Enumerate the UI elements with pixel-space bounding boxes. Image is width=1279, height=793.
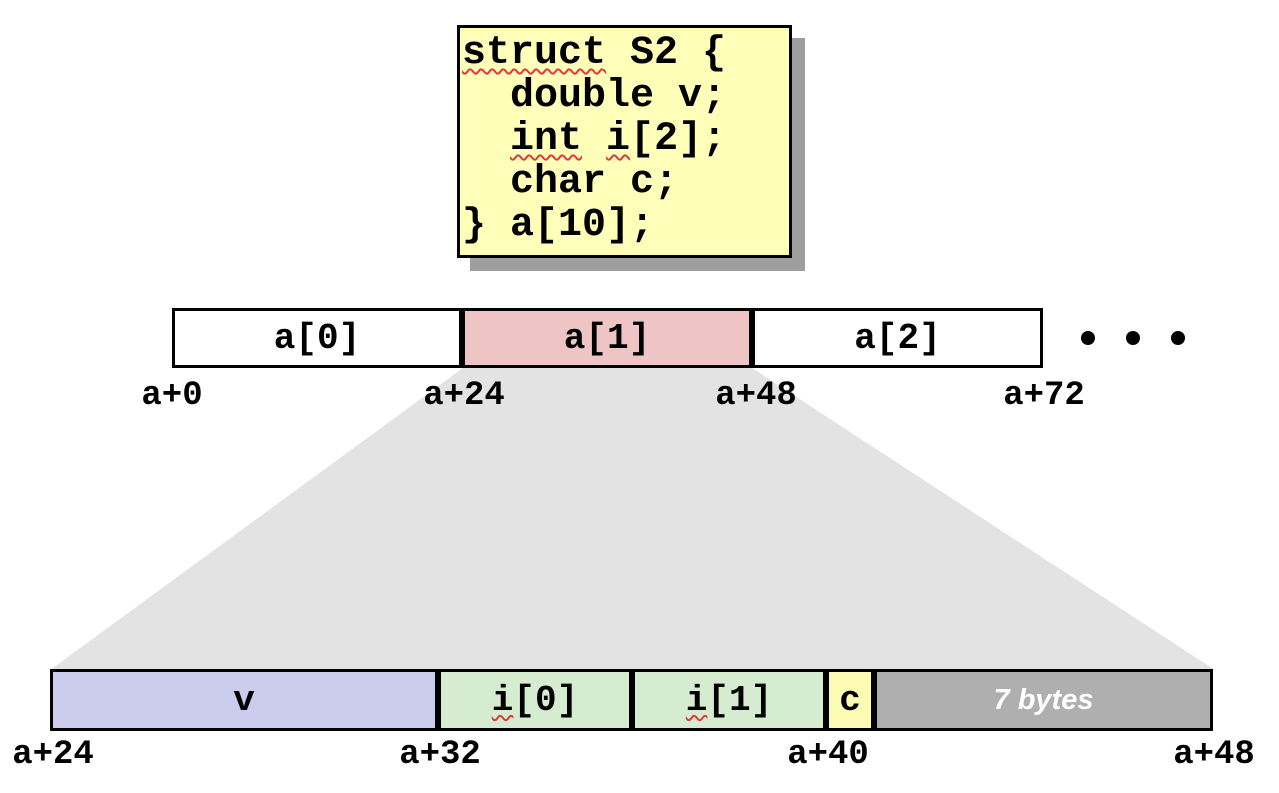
address-label: a+24 bbox=[12, 736, 94, 774]
keyword-struct: struct bbox=[462, 31, 607, 76]
code-text: S2 { bbox=[606, 31, 727, 76]
code-line: char c; bbox=[462, 160, 679, 205]
code-line: int i[2]; bbox=[462, 118, 787, 161]
ellipsis-dot bbox=[1126, 331, 1140, 345]
struct-field-c: c bbox=[826, 669, 874, 731]
code-text bbox=[582, 117, 606, 162]
code-snippet-box: struct S2 { double v; int i[2]; char c; … bbox=[457, 25, 792, 258]
array-cell-a0: a[0] bbox=[172, 308, 462, 368]
padding-label: 7 bytes bbox=[993, 683, 1094, 716]
cell-label: c bbox=[839, 679, 861, 721]
var-i: i bbox=[685, 679, 708, 721]
address-label: a+48 bbox=[1173, 736, 1255, 774]
ellipsis-dot bbox=[1081, 331, 1095, 345]
cell-label: a[0] bbox=[273, 317, 361, 359]
struct-field-i1: i[1] bbox=[632, 669, 826, 731]
cell-label: v bbox=[233, 679, 255, 721]
code-text bbox=[462, 117, 510, 162]
var-i: i bbox=[491, 679, 514, 721]
code-line: struct S2 { bbox=[462, 32, 787, 75]
address-label: a+0 bbox=[141, 377, 203, 415]
address-label: a+24 bbox=[423, 377, 505, 415]
address-label: a+40 bbox=[787, 736, 869, 774]
array-cell-a2: a[2] bbox=[752, 308, 1043, 368]
cell-label: a[1] bbox=[563, 317, 651, 359]
cell-label-rest: [0] bbox=[513, 679, 579, 721]
keyword-int: int bbox=[510, 117, 583, 162]
code-text: [2]; bbox=[630, 117, 727, 162]
address-label: a+72 bbox=[1003, 377, 1085, 415]
array-cell-a1-highlighted: a[1] bbox=[462, 308, 752, 368]
struct-padding: 7 bytes bbox=[874, 669, 1213, 731]
struct-field-i0: i[0] bbox=[438, 669, 632, 731]
var-i: i bbox=[606, 117, 631, 162]
address-label: a+32 bbox=[399, 736, 481, 774]
code-line: } a[10]; bbox=[462, 203, 655, 248]
cell-label-rest: [1] bbox=[707, 679, 773, 721]
code-line: double v; bbox=[462, 74, 727, 119]
ellipsis-dot bbox=[1171, 331, 1185, 345]
cell-label: i[0] bbox=[492, 680, 578, 721]
struct-field-v: v bbox=[50, 669, 438, 731]
cell-label: i[1] bbox=[686, 680, 772, 721]
cell-label: a[2] bbox=[854, 317, 941, 359]
address-label: a+48 bbox=[715, 377, 797, 415]
